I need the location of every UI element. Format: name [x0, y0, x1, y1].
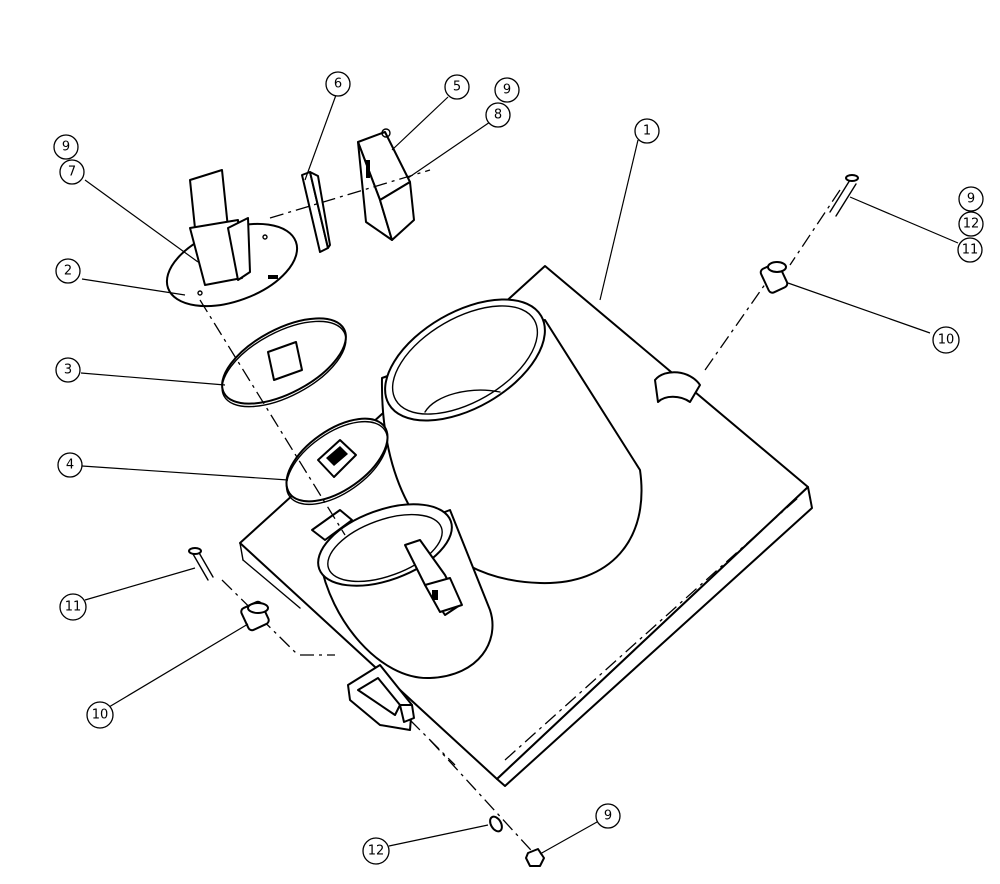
- callout-12-bottom: 12: [362, 837, 390, 865]
- callout-9-bottom: 9: [595, 803, 621, 829]
- callout-8: 8: [485, 102, 511, 128]
- callout-12-right: 12: [958, 211, 984, 237]
- bolt-left: [188, 547, 214, 581]
- svg-text:10: 10: [92, 708, 109, 723]
- nut-bottom: [525, 848, 545, 867]
- callout-10-left: 10: [86, 701, 114, 729]
- small-chute: [311, 503, 494, 680]
- hinge-pin-right: [759, 261, 789, 294]
- svg-text:4: 4: [66, 458, 74, 473]
- bolt-right: [829, 174, 859, 217]
- leader-lines: [80, 94, 959, 855]
- part-3-gasket: [221, 317, 347, 408]
- callout-9-top: 9: [494, 77, 520, 103]
- callout-1: 1: [634, 118, 660, 144]
- svg-text:9: 9: [503, 83, 511, 98]
- svg-text:9: 9: [62, 140, 70, 155]
- callout-6: 6: [325, 71, 351, 97]
- callout-11-left: 11: [59, 593, 87, 621]
- part-5-damper-box: [357, 128, 415, 241]
- svg-text:5: 5: [453, 80, 461, 95]
- svg-text:10: 10: [938, 333, 955, 348]
- svg-text:11: 11: [962, 243, 979, 258]
- hinge-bracket-bottom: [347, 664, 415, 731]
- svg-text:9: 9: [604, 809, 612, 824]
- svg-text:8: 8: [494, 108, 502, 123]
- part-4-plate: [285, 417, 389, 506]
- svg-text:3: 3: [64, 363, 72, 378]
- assembly-axis-lines: [199, 169, 841, 861]
- svg-text:12: 12: [963, 217, 980, 232]
- callout-7: 7: [59, 159, 85, 185]
- svg-text:2: 2: [64, 264, 72, 279]
- hinge-tab-right: [654, 371, 701, 403]
- callout-10-right: 10: [932, 326, 960, 354]
- hinge-pin-left: [240, 600, 270, 632]
- callout-3: 3: [55, 357, 81, 383]
- part-6-plate: [301, 171, 331, 253]
- callout-4: 4: [57, 452, 83, 478]
- callout-11-right: 11: [957, 237, 983, 263]
- svg-text:11: 11: [65, 600, 82, 615]
- callout-9-top-left: 9: [53, 134, 79, 160]
- callout-5: 5: [444, 74, 470, 100]
- callout-2: 2: [55, 258, 81, 284]
- svg-text:9: 9: [967, 192, 975, 207]
- washer-bottom: [489, 815, 503, 833]
- svg-text:12: 12: [368, 844, 385, 859]
- svg-text:6: 6: [334, 77, 342, 92]
- svg-text:7: 7: [68, 165, 76, 180]
- callout-9-right: 9: [958, 186, 984, 212]
- part-2-flange: [165, 169, 299, 308]
- svg-text:1: 1: [643, 124, 651, 139]
